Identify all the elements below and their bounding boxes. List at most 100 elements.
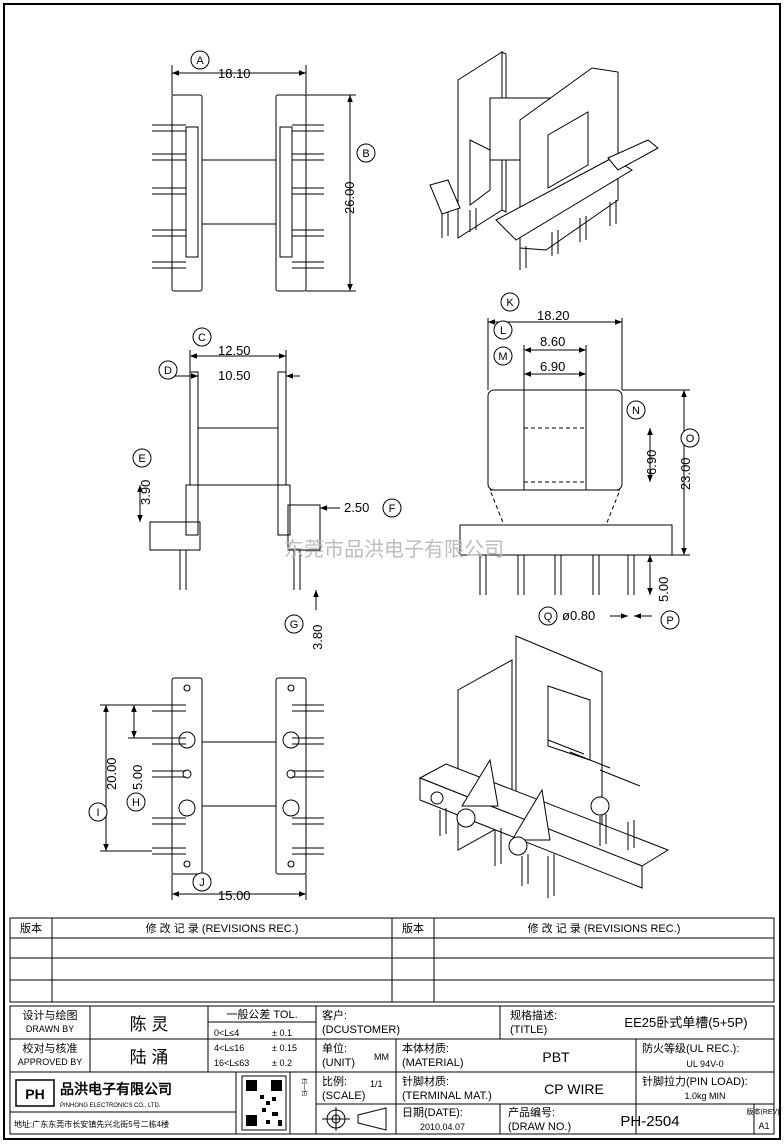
title-label: 规格描述:	[510, 1008, 557, 1022]
company-address: 地址:广东东莞市长安镇先兴北街5号二栋4楼	[14, 1119, 169, 1129]
rev-col-record-right: 修 改 记 录 (REVISIONS REC.)	[528, 921, 681, 935]
balloon-c-text: C	[198, 332, 206, 344]
approver-label-en: APPROVED BY	[18, 1057, 83, 1067]
designer-label-cn: 设计与绘图	[23, 1008, 78, 1022]
unit-value: MM	[374, 1052, 389, 1062]
drawno-label: 产品编号:	[508, 1105, 555, 1119]
designer-name: 陈 灵	[130, 1015, 169, 1034]
revisions-table	[9, 917, 775, 1003]
dim-12-50: 12.50	[218, 343, 251, 358]
title-block-texts: 设计与绘图 DRAWN BY 陈 灵 校对与核准 APPROVED BY 陆 涌…	[14, 1007, 782, 1133]
balloon-e-text: E	[138, 453, 145, 465]
terminal-value: CP WIRE	[544, 1081, 604, 1097]
balloon-d	[158, 360, 178, 380]
balloon-a	[190, 50, 210, 70]
terminal-label: 针脚材质:	[402, 1074, 449, 1088]
material-en: (MATERIAL)	[402, 1057, 464, 1069]
balloon-h	[126, 792, 146, 812]
ul-value: UL 94V-0	[686, 1059, 723, 1069]
drawno-en: (DRAW NO.)	[508, 1121, 571, 1133]
balloon-c	[192, 327, 212, 347]
balloon-e	[132, 448, 152, 468]
company-logo: PH	[15, 1079, 55, 1107]
isometric-view-bottom	[418, 635, 670, 898]
balloon-k-text: K	[506, 297, 514, 309]
projection-symbol-icon	[322, 1107, 387, 1131]
customer-label: 客户:	[322, 1008, 347, 1022]
approver-name: 陆 涌	[130, 1048, 169, 1067]
dim-5-00: 5.00	[130, 765, 145, 790]
customer-en: (DCUSTOMER)	[322, 1024, 400, 1036]
rev-label: 版本(REV):	[747, 1107, 782, 1116]
dim-18-10: 18.10	[218, 66, 251, 81]
dim-23-00: 23.00	[678, 457, 693, 490]
balloon-f-text: F	[389, 503, 396, 515]
tol-range-0: 0<L≤4	[214, 1028, 239, 1038]
balloon-b-text: B	[362, 148, 369, 160]
balloon-g	[284, 614, 304, 634]
title-en: (TITLE)	[510, 1024, 547, 1036]
dim-18-20: 18.20	[537, 308, 570, 323]
qr-side-text: 扫一扫	[300, 1078, 308, 1096]
balloon-letters: A B C D E F G H I J K L M N O P Q	[96, 55, 694, 889]
tol-value-2: ± 0.2	[272, 1058, 292, 1068]
date-value: 2010.04.07	[420, 1122, 465, 1132]
balloon-n	[626, 400, 646, 420]
balloon-j	[192, 872, 212, 892]
balloon-o	[680, 428, 700, 448]
pinload-label: 针脚拉力(PIN LOAD):	[642, 1074, 748, 1088]
side-view	[149, 350, 321, 590]
balloon-a-text: A	[196, 55, 204, 67]
rev-col-version-right: 版本	[402, 921, 424, 935]
rev-col-version-left: 版本	[20, 921, 42, 935]
dim-5-00-pin: 5.00	[656, 577, 671, 602]
dim-15-00: 15.00	[218, 888, 251, 903]
material-value: PBT	[542, 1049, 570, 1065]
scale-en: (SCALE)	[322, 1090, 365, 1102]
scale-label: 比例:	[322, 1074, 347, 1088]
approver-label-cn: 校对与核准	[23, 1041, 78, 1055]
balloon-h-text: H	[132, 797, 140, 809]
dim-6-90-v: 6.90	[644, 450, 659, 475]
top-view	[152, 65, 356, 292]
dim-26-00: 26.00	[342, 181, 357, 214]
tolerance-title: 一般公差 TOL.	[226, 1007, 297, 1021]
sheet-border	[3, 3, 781, 1140]
rev-col-record-left: 修 改 记 录 (REVISIONS REC.)	[146, 921, 299, 935]
balloon-p	[660, 610, 680, 630]
tol-value-1: ± 0.15	[272, 1043, 297, 1053]
ul-label: 防火等级(UL REC.):	[642, 1041, 739, 1055]
dim-phi-0-80: ø0.80	[562, 608, 595, 623]
drawno-value: PH-2504	[620, 1113, 679, 1130]
balloon-i-text: I	[96, 807, 99, 819]
dim-3-90: 3.90	[138, 480, 153, 505]
dim-8-60: 8.60	[540, 334, 565, 349]
balloon-q-text: Q	[544, 611, 553, 623]
balloon-p-text: P	[666, 615, 673, 627]
balloon-m	[493, 346, 513, 366]
unit-en: (UNIT)	[322, 1057, 355, 1069]
unit-label: 单位:	[322, 1041, 347, 1055]
company-name-cn: 品洪电子有限公司	[60, 1081, 172, 1097]
balloon-b	[356, 143, 376, 163]
tol-range-1: 4<L≤16	[214, 1043, 244, 1053]
dim-10-50: 10.50	[218, 368, 251, 383]
balloon-g-text: G	[290, 619, 299, 631]
balloon-d-text: D	[164, 365, 172, 377]
dim-3-80: 3.80	[310, 625, 325, 650]
balloon-m-text: M	[498, 351, 507, 363]
date-label: 日期(DATE):	[402, 1106, 463, 1119]
balloon-k	[500, 292, 520, 312]
balloon-labels	[88, 50, 700, 892]
balloon-j-text: J	[199, 877, 205, 889]
title-block-grid	[9, 1005, 775, 1135]
balloon-l	[493, 320, 513, 340]
watermark: 东莞市品洪电子有限公司	[284, 538, 504, 561]
balloon-f	[382, 498, 402, 518]
tol-range-2: 16<L≤63	[214, 1058, 249, 1068]
balloon-l-text: L	[500, 325, 506, 337]
scale-value: 1/1	[370, 1079, 383, 1089]
bottom-view	[100, 677, 324, 900]
